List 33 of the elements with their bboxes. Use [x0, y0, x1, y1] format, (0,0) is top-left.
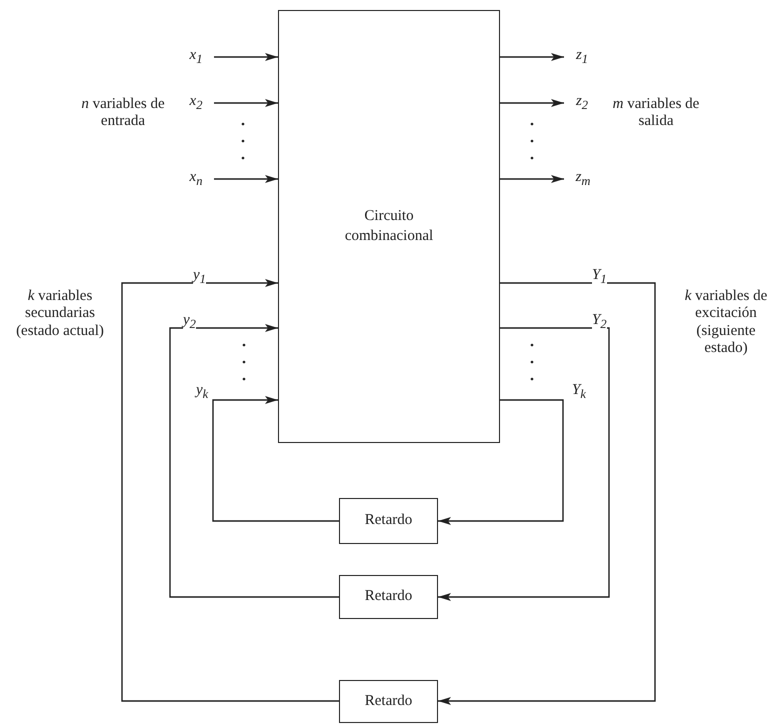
block-label: Retardo [364, 587, 412, 606]
delay-block [339, 498, 438, 544]
group-caption: k variables de excitación (siguiente estado) [684, 288, 768, 357]
arrow [438, 399, 564, 525]
arrow [500, 99, 564, 107]
arrow [500, 53, 564, 61]
variable-label: x$_{n}$ [184, 169, 208, 189]
arrow [438, 282, 656, 705]
edge-label: Y$_{1}$ [592, 268, 607, 286]
variable-label: z$_{m}$ [570, 169, 596, 189]
delay-block [339, 575, 438, 619]
block-label: Retardo [364, 692, 412, 711]
block-label: Circuito combinacional [344, 207, 434, 246]
edge-label: Y$_{2}$ [592, 313, 607, 330]
arrow [500, 175, 564, 183]
delay-block [339, 680, 438, 723]
block-label: Retardo [364, 511, 412, 530]
variable-label: x$_{2}$ [184, 93, 208, 113]
arrow [214, 53, 278, 61]
arrow [214, 175, 278, 183]
arrow [121, 279, 339, 702]
circuit-block [278, 10, 500, 443]
variable-label: z$_{1}$ [570, 47, 594, 67]
group-caption: n variables de entrada [80, 96, 166, 130]
variable-label: z$_{2}$ [570, 93, 594, 113]
variable-label: x$_{1}$ [184, 47, 208, 67]
arrow [438, 327, 610, 601]
group-caption: k variables secundarias (estado actual) [15, 288, 105, 340]
arrow [212, 396, 339, 522]
arrow [169, 324, 339, 598]
group-caption: m variables de salida [612, 96, 700, 130]
edge-label: Y$_{k}$ [572, 383, 586, 400]
arrow [214, 99, 278, 107]
